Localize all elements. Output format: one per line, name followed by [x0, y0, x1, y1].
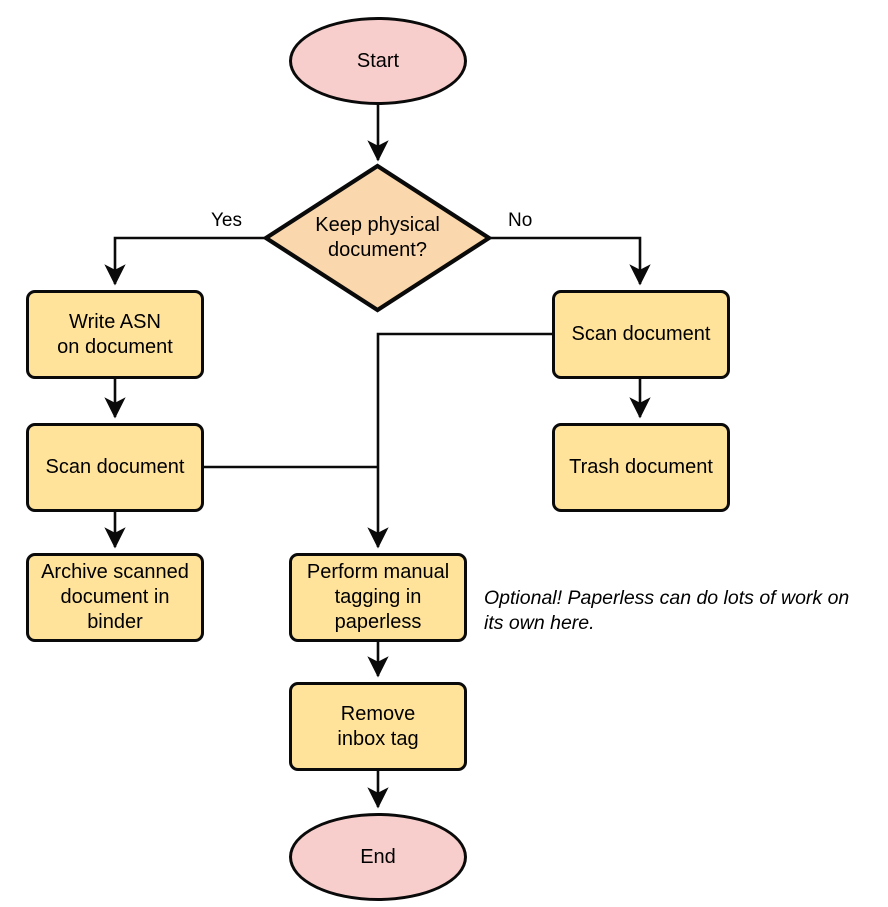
edge-label-no: No [508, 210, 533, 231]
node-end-label: End [360, 845, 396, 868]
node-scan-document-right[interactable]: Scan document [552, 290, 730, 379]
node-archive-in-binder-label: Archive scanned document in binder [41, 561, 189, 633]
edge-label-yes: Yes [211, 210, 242, 231]
node-scan-document-left[interactable]: Scan document [26, 423, 204, 512]
edge-decision-no-to-scan-right [490, 236, 651, 286]
node-remove-inbox-tag-label: Remove inbox tag [337, 702, 419, 750]
edge-scan-right-to-tagging [367, 332, 552, 549]
node-trash-document[interactable]: Trash document [552, 423, 730, 512]
node-manual-tagging-label: Perform manual tagging in paperless [306, 561, 450, 633]
node-start[interactable]: Start [289, 17, 467, 105]
node-archive-in-binder[interactable]: Archive scanned document in binder [26, 553, 204, 642]
optional-note: Optional! Paperless can do lots of work … [484, 587, 850, 634]
node-decision[interactable]: Keep physical document? [266, 166, 489, 310]
edge-decision-yes-to-write-asn [104, 236, 265, 286]
node-manual-tagging[interactable]: Perform manual tagging in paperless [289, 553, 467, 642]
node-scan-document-right-label: Scan document [571, 323, 711, 345]
node-decision-label: Keep physical document? [315, 214, 440, 261]
node-write-asn-label: Write ASN on document [57, 310, 173, 358]
node-remove-inbox-tag[interactable]: Remove inbox tag [289, 682, 467, 771]
node-start-label: Start [356, 49, 400, 72]
node-scan-document-left-label: Scan document [45, 456, 185, 478]
node-end[interactable]: End [289, 813, 467, 901]
node-trash-document-label: Trash document [569, 456, 713, 478]
node-write-asn[interactable]: Write ASN on document [26, 290, 204, 379]
